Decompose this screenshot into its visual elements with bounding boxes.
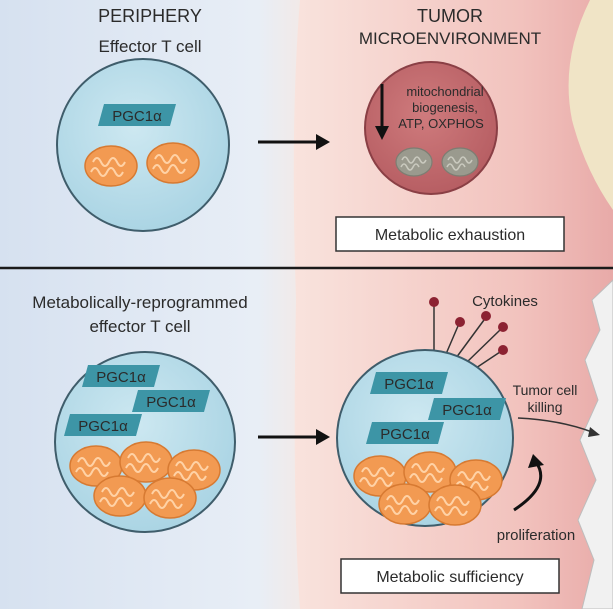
proliferation-arrow-head-icon	[528, 454, 544, 468]
pgc1a-protein	[132, 390, 210, 412]
pgc1a-protein	[98, 104, 176, 126]
transition-arrow-bottom	[258, 429, 330, 445]
pgc1a-protein	[64, 414, 142, 436]
cytokines-label: Cytokines	[472, 293, 538, 310]
mitochondrion	[378, 483, 432, 525]
pgc1a-label: PGC1α	[384, 376, 434, 393]
exhausted-text-line2: biogenesis,	[412, 100, 478, 115]
pgc1a-protein	[370, 372, 448, 394]
cytokine-dot	[429, 297, 439, 307]
mitochondrion	[428, 484, 482, 526]
periphery-subtitle: Effector T cell	[99, 37, 202, 56]
mitochondrion	[84, 145, 138, 187]
tumor-cell-edge-bottom	[577, 279, 613, 609]
pgc1a-label: PGC1α	[96, 369, 146, 386]
transition-arrow-top	[258, 134, 330, 150]
mitochondrion-grey	[395, 147, 433, 177]
reprogrammed-title-line2: effector T cell	[89, 317, 190, 336]
cytokine-dot	[498, 322, 508, 332]
metabolic-sufficiency-box	[340, 558, 560, 594]
reprogrammed-title-line1: Metabolically-reprogrammed	[32, 293, 247, 312]
metabolic-sufficiency-label: Metabolic sufficiency	[376, 569, 523, 586]
tme-title-line1: TUMOR	[417, 6, 483, 26]
tumor-edge-top	[568, 0, 613, 210]
down-arrow-head-icon	[375, 126, 389, 140]
pgc1a-label: PGC1α	[380, 426, 430, 443]
cytokine-dot	[455, 317, 465, 327]
cytokines	[429, 297, 508, 371]
exhausted-text-line1: mitochondrial	[406, 84, 483, 99]
mitochondrion	[119, 441, 173, 483]
pgc1a-protein	[82, 365, 160, 387]
sufficient-t-cell: PGC1α PGC1α PGC1α	[336, 349, 514, 527]
reprogrammed-t-cell: PGC1α PGC1α PGC1α	[54, 351, 236, 533]
exhausted-text-line3: ATP, OXPHOS	[398, 116, 484, 131]
mitochondrion	[93, 475, 147, 517]
periphery-title: PERIPHERY	[98, 6, 202, 26]
metabolic-exhaustion-box	[335, 216, 565, 252]
mitochondrion-grey	[441, 147, 479, 177]
pgc1a-label: PGC1α	[112, 108, 162, 125]
killing-label-line2: killing	[527, 399, 562, 415]
cytokine-dot	[498, 345, 508, 355]
pgc1a-label: PGC1α	[146, 394, 196, 411]
killing-label-line1: Tumor cell	[513, 382, 578, 398]
proliferation-arrow	[513, 461, 543, 512]
pgc1a-protein	[366, 422, 444, 444]
exhausted-t-cell: mitochondrial biogenesis, ATP, OXPHOS	[364, 61, 498, 195]
pgc1a-label: PGC1α	[442, 402, 492, 419]
cytokine-dot	[481, 311, 491, 321]
proliferation-label: proliferation	[497, 527, 575, 544]
mitochondrion	[143, 477, 197, 519]
metabolic-exhaustion-label: Metabolic exhaustion	[375, 227, 525, 244]
killing-arrow-head-icon	[588, 427, 600, 437]
mitochondrion	[146, 142, 200, 184]
killing-arrow	[517, 417, 593, 433]
pgc1a-protein	[428, 398, 506, 420]
effector-t-cell: PGC1α	[56, 58, 230, 232]
pgc1a-label: PGC1α	[78, 418, 128, 435]
tme-title-line2: MICROENVIRONMENT	[359, 29, 541, 48]
